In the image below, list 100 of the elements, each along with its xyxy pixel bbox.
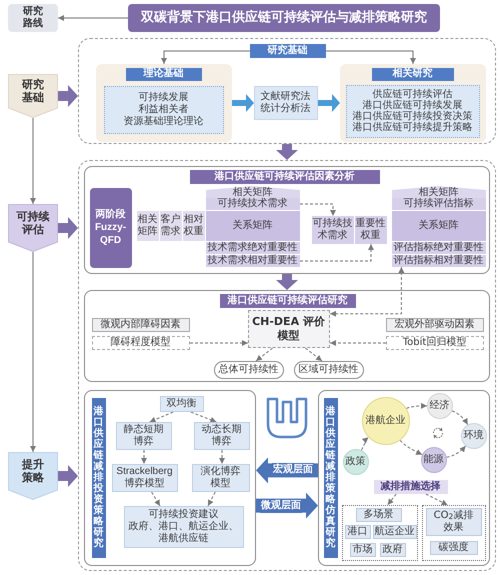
model-label: CH-DEA 评价模型: [251, 314, 326, 342]
category-label: 碳强度: [438, 542, 468, 554]
category-box: [426, 508, 482, 536]
block-arrow: [58, 465, 78, 487]
model-box: [92, 336, 190, 350]
list-item: 供应链可持续评估: [372, 89, 452, 100]
matrix-label: 技术需求相对重要性: [208, 254, 298, 266]
category-label: 多场景: [364, 508, 394, 520]
panel-heading: 相关研究: [392, 68, 432, 80]
category-label: CO$_{2}$减排效果: [432, 510, 474, 534]
outcome-label: 区域可持续性: [298, 364, 358, 376]
outcome-pill: [294, 360, 364, 378]
matrix-label: 相关矩阵: [232, 186, 272, 198]
factor-label: 能源: [424, 454, 444, 466]
matrix-label: 关系矩阵: [418, 220, 458, 232]
list-item: 港口供应链可持续提升策略: [352, 122, 472, 133]
panel: [84, 390, 256, 566]
banner-text: 双碳背景下港口供应链可持续评估与减排策略研究: [141, 10, 427, 26]
step-box: [194, 422, 250, 450]
dashed-arrow: [149, 412, 174, 422]
model-box: [386, 336, 484, 350]
block-arrow: [58, 217, 78, 239]
route-label: 研究路线: [22, 6, 44, 30]
list-item: 港口供应链可持续投资决策: [352, 111, 472, 122]
model-box: [248, 310, 330, 348]
heading-band: [126, 68, 202, 80]
block-arrow: [256, 457, 318, 484]
step-label: 双均衡: [166, 398, 196, 410]
factor-label: 环境: [464, 430, 484, 442]
block-arrow: [276, 274, 298, 290]
step-box: [192, 464, 250, 492]
dashed-arrow: [446, 445, 466, 458]
recommendation-heading: 可持续投资建议: [148, 508, 218, 520]
panel: [318, 390, 490, 566]
dashed-arrow: [208, 492, 216, 506]
dashed-arrow: [361, 436, 369, 451]
recommendation-text: 政府、港口、航运企业、港航供应链: [128, 520, 240, 544]
step-box: [116, 422, 172, 450]
vertical-heading-band: [92, 398, 106, 558]
dashed-container: [78, 38, 496, 144]
list-item: 利益相关者: [138, 104, 188, 116]
factor-label: 经济: [430, 400, 450, 412]
panel-heading: 减排措施选择: [380, 480, 440, 492]
matrix-cell: [206, 198, 300, 210]
block-arrow: [318, 94, 340, 112]
list-item: 资源基础理论理论: [124, 116, 204, 128]
dashed-arrow: [256, 348, 274, 362]
model-label: Tobit回归模型: [402, 336, 466, 348]
matrix-label: 重要性权重: [354, 218, 386, 242]
category-box: [350, 542, 376, 556]
stage-label: 可持续评估: [16, 210, 50, 236]
dotted-group: [422, 504, 486, 560]
matrix-label: 评估指标绝对重要性: [394, 242, 484, 254]
panel-heading: 港口供应链可持续评估研究: [228, 294, 348, 306]
matrix-cell: [392, 198, 486, 210]
matrix-cell: [206, 210, 300, 240]
arrow: [30, 118, 36, 204]
category-label: 政府: [382, 544, 402, 556]
dashed-arrow: [425, 494, 448, 506]
method-name: 统计分析法: [260, 102, 310, 114]
outcome-pill: [214, 360, 284, 378]
factor-label: 微观内部障碍因素: [100, 318, 180, 330]
step-label: 演化博弈模型: [200, 466, 240, 490]
arrow: [326, 50, 416, 64]
panel-heading: 理论基础: [144, 68, 184, 80]
list-item: 可持续发展: [138, 92, 188, 104]
factor-box: [92, 318, 190, 332]
block-arrow: [276, 144, 298, 160]
dashed-container: [78, 160, 496, 571]
heading-band: [190, 170, 380, 184]
dashed-arrow: [452, 410, 468, 426]
category-label: 港口: [348, 526, 368, 538]
dashed-arrow: [219, 450, 225, 464]
heading-band: [374, 480, 448, 494]
list-item: 港口供应链可持续发展: [362, 100, 462, 111]
block-arrow: [256, 492, 318, 519]
vertical-heading: 港口供应链减排投资策略研究: [94, 406, 104, 549]
step-label: Strackelberg博弈模型: [115, 466, 174, 490]
category-box: [344, 524, 370, 538]
matrix-label: 相关矩阵: [136, 214, 158, 238]
step-label: 静态短期博弈: [124, 424, 164, 448]
dashed-arrow: [387, 494, 397, 506]
dashed-arrow: [300, 204, 336, 216]
method-box: [90, 188, 132, 268]
dashed-arrow: [330, 340, 386, 346]
matrix-cell: [392, 210, 486, 240]
panel: [84, 290, 490, 382]
category-label: 航运企业: [374, 526, 414, 538]
block-arrow: [58, 85, 78, 107]
dashed-arrow: [190, 340, 248, 346]
heading-band: [220, 294, 356, 308]
vertical-heading-band: [324, 398, 338, 558]
stage-label: 研究基础: [21, 78, 45, 104]
method-name: 两阶段Fuzzy-QFD: [94, 208, 128, 247]
title-banner: [128, 4, 440, 32]
method-name: 文献研究法: [260, 90, 310, 102]
matrix-label: 可持续评估指标: [404, 198, 474, 210]
factor-label: 宏观外部驱动因素: [394, 318, 474, 330]
method-box: [254, 86, 318, 120]
panel-heading: 研究基础: [268, 44, 308, 56]
